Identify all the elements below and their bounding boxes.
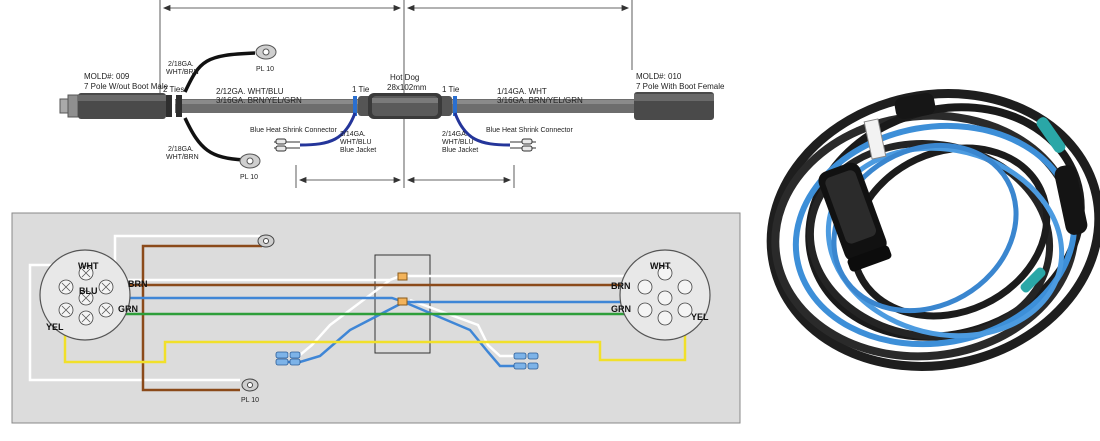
fuse-1 bbox=[397, 272, 408, 281]
lower-branch-colors: WHT/BRN bbox=[166, 154, 199, 161]
left-connector-label: Blue Heat Shrink Connector bbox=[250, 127, 337, 134]
right-mold-desc: 7 Pole With Boot Female bbox=[636, 82, 725, 91]
tie-1-label: 1 Tie bbox=[352, 85, 370, 94]
right-butt-connectors bbox=[510, 138, 536, 152]
left-mold-number: MOLD#: 009 bbox=[84, 72, 130, 81]
right-jacket-type: Blue Jacket bbox=[442, 147, 478, 154]
right-grn-label: GRN bbox=[611, 304, 631, 314]
lower-branch-gauge: 2/18GA. bbox=[168, 146, 194, 153]
schematic-butt-connectors bbox=[275, 351, 539, 370]
hot-dog-label: Hot Dog bbox=[390, 73, 419, 82]
right-brn-label: BRN bbox=[611, 281, 631, 291]
left-blue-jacket-wire bbox=[299, 112, 357, 147]
tie-marker-right bbox=[453, 96, 457, 116]
schematic-pl-label: PL 10 bbox=[241, 397, 259, 404]
left-yel-label: YEL bbox=[46, 322, 64, 332]
upper-branch-wire bbox=[183, 51, 256, 93]
schematic-panel bbox=[11, 212, 741, 424]
upper-branch-gauge: 2/18GA. bbox=[168, 61, 194, 68]
schematic-ring-top bbox=[257, 234, 275, 248]
fuse-2 bbox=[397, 297, 408, 306]
left-jacket-gauge: 2/14GA. bbox=[340, 131, 366, 138]
right-trunk-gauge-2: 3/16GA. BRN/YEL/GRN bbox=[497, 96, 583, 105]
left-mold-desc: 7 Pole W/out Boot Male bbox=[84, 82, 169, 91]
female-connector bbox=[634, 92, 714, 120]
right-connector-label: Blue Heat Shrink Connector bbox=[486, 127, 573, 134]
dimension-lines bbox=[159, 0, 633, 188]
brown-wire bbox=[100, 244, 640, 392]
hot-dog-size: 28x102mm bbox=[387, 83, 427, 92]
left-trunk-gauge-2: 3/16GA. BRN/YEL/GRN bbox=[216, 96, 302, 105]
wiring-schematic: PL 10 WHT BLU bbox=[11, 212, 741, 424]
left-jacket-type: Blue Jacket bbox=[340, 147, 376, 154]
lower-branch-wire bbox=[183, 117, 245, 162]
left-7-pole-socket bbox=[39, 249, 131, 341]
product-photo bbox=[766, 89, 1100, 371]
tie-2-label: 1 Tie bbox=[442, 85, 460, 94]
left-blu-label: BLU bbox=[79, 286, 98, 296]
pl-bottom-label: PL 10 bbox=[240, 174, 258, 181]
right-7-pole-socket bbox=[619, 249, 711, 341]
pl-top-label: PL 10 bbox=[256, 66, 274, 73]
left-butt-connectors bbox=[274, 138, 300, 152]
tie-marker-left bbox=[353, 96, 357, 116]
yellow-wire bbox=[55, 318, 687, 364]
male-connector bbox=[59, 93, 182, 119]
right-jacket-colors: WHT/BLU bbox=[442, 139, 474, 146]
right-wht-label: WHT bbox=[650, 261, 671, 271]
ring-terminal-top bbox=[255, 44, 277, 60]
left-wht-label: WHT bbox=[78, 261, 99, 271]
left-brn-label: BRN bbox=[128, 279, 148, 289]
left-trunk-gauge-1: 2/12GA. WHT/BLU bbox=[216, 87, 284, 96]
upper-branch-colors: WHT/BRN bbox=[166, 69, 199, 76]
right-mold-number: MOLD#: 010 bbox=[636, 72, 682, 81]
left-jacket-colors: WHT/BLU bbox=[340, 139, 372, 146]
schematic-ring-bottom bbox=[241, 378, 259, 392]
right-trunk-gauge-1: 1/14GA. WHT bbox=[497, 87, 547, 96]
ties-left-label: 2 Ties bbox=[163, 85, 184, 94]
right-jacket-gauge: 2/14GA. bbox=[442, 131, 468, 138]
right-blue-jacket-wire bbox=[453, 112, 511, 147]
ring-terminal-bottom bbox=[239, 153, 261, 169]
hot-dog-box bbox=[374, 254, 431, 354]
top-cable-drawing: MOLD#: 009 7 Pole W/out Boot Male MOLD#:… bbox=[59, 0, 725, 188]
left-grn-label: GRN bbox=[118, 304, 138, 314]
hot-dog-fuse-holder bbox=[358, 93, 452, 119]
right-yel-label: YEL bbox=[691, 312, 709, 322]
